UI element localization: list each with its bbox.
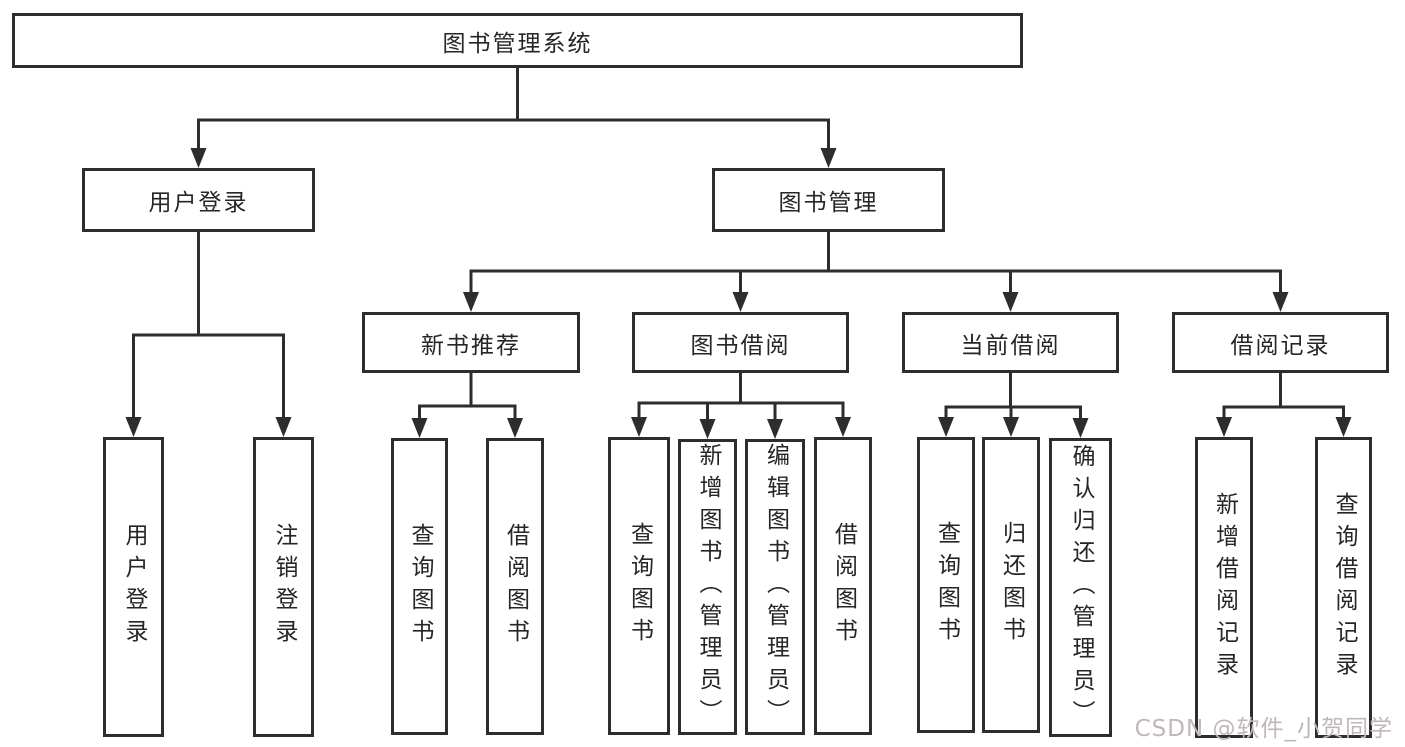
node-label: 确认归还（管理员）	[1068, 443, 1094, 732]
arrowhead	[1002, 292, 1019, 312]
arrowhead	[631, 417, 647, 437]
arrowhead	[1072, 418, 1089, 438]
node-login-user: 用户登录	[103, 437, 164, 737]
node-label: 查询图书	[933, 521, 960, 649]
node-login: 用户登录	[82, 168, 315, 232]
arrowhead	[732, 292, 749, 312]
arrowhead	[938, 417, 954, 437]
arrowhead	[835, 417, 851, 437]
node-label: 归还图书	[998, 521, 1025, 649]
node-label: 查询借阅记录	[1331, 491, 1357, 684]
arrowhead	[1335, 417, 1352, 437]
node-record-add: 新增借阅记录	[1195, 437, 1253, 738]
node-label: 当前借阅	[960, 332, 1061, 359]
arrowhead	[1003, 417, 1019, 437]
arrowhead	[507, 418, 523, 438]
arrowhead	[767, 419, 783, 439]
node-borrow: 图书借阅	[632, 312, 849, 373]
node-label: 新书推荐	[421, 332, 521, 359]
node-login-logout: 注销登录	[253, 437, 314, 737]
node-record: 借阅记录	[1172, 312, 1389, 373]
node-borrow-borrow: 借阅图书	[814, 437, 872, 735]
arrowhead	[820, 148, 837, 168]
node-rec-query: 查询图书	[391, 438, 448, 735]
arrowhead	[275, 417, 292, 437]
node-label: 查询图书	[626, 522, 653, 650]
arrowhead	[1216, 417, 1232, 437]
node-label: 用户登录	[121, 523, 147, 651]
node-label: 编辑图书（管理员）	[762, 443, 789, 731]
node-label: 图书借阅	[690, 332, 791, 359]
node-label: 图书管理系统	[442, 30, 593, 57]
node-current-query: 查询图书	[917, 437, 975, 733]
arrowhead	[699, 419, 716, 439]
node-label: 借阅记录	[1230, 332, 1331, 359]
node-mgmt: 图书管理	[712, 168, 945, 232]
node-rec: 新书推荐	[362, 312, 580, 373]
csdn-watermark: CSDN @软件_小贺同学	[1134, 716, 1393, 742]
node-label: 新增借阅记录	[1211, 491, 1238, 684]
node-current-return: 归还图书	[982, 437, 1040, 733]
node-label: 借阅图书	[830, 522, 857, 650]
arrowhead	[125, 417, 142, 437]
node-label: 用户登录	[148, 190, 249, 216]
node-borrow-add: 新增图书（管理员）	[678, 439, 737, 735]
arrowhead	[411, 418, 428, 438]
arrowhead	[1272, 292, 1289, 312]
node-label: 借阅图书	[502, 522, 529, 651]
node-current-confirm: 确认归还（管理员）	[1049, 438, 1112, 737]
node-borrow-edit: 编辑图书（管理员）	[745, 439, 805, 735]
node-label: 查询图书	[407, 522, 433, 651]
node-label: 新增图书（管理员）	[695, 443, 721, 731]
node-rec-borrow: 借阅图书	[486, 438, 544, 735]
node-current: 当前借阅	[902, 312, 1119, 373]
arrowhead	[190, 148, 207, 168]
node-label: 注销登录	[271, 523, 297, 651]
node-record-query: 查询借阅记录	[1315, 437, 1372, 738]
node-root: 图书管理系统	[12, 13, 1023, 68]
node-label: 图书管理	[778, 190, 879, 216]
node-borrow-query: 查询图书	[608, 437, 670, 735]
arrowhead	[463, 292, 479, 312]
